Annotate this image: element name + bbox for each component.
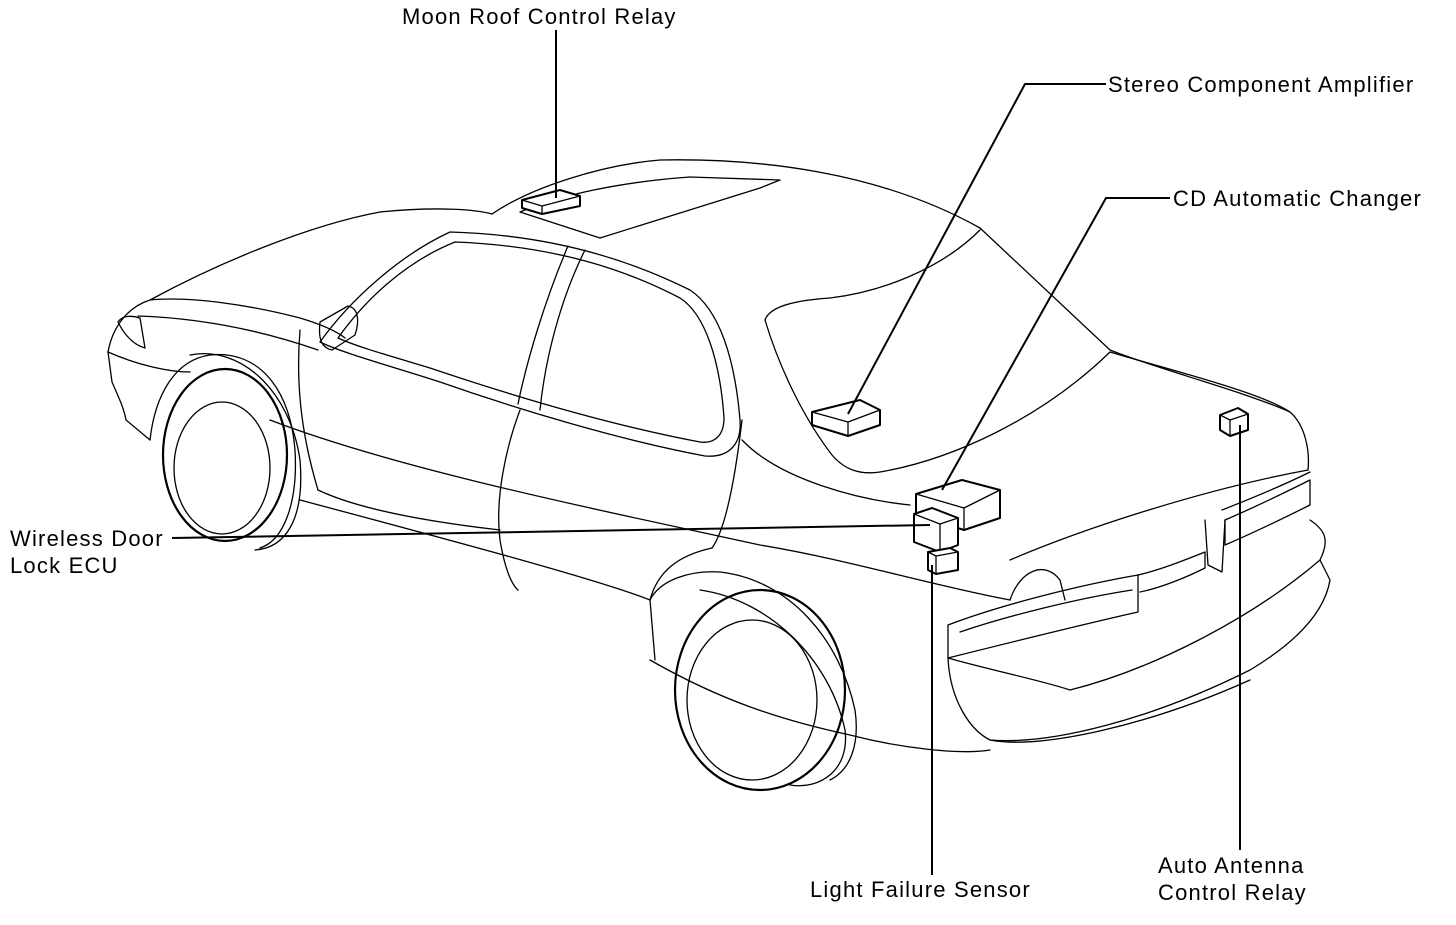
label-stereo-component-amplifier: Stereo Component Amplifier — [1108, 72, 1415, 97]
label-auto-antenna-control-relay-line2: Control Relay — [1158, 880, 1307, 905]
label-light-failure-sensor: Light Failure Sensor — [810, 877, 1031, 902]
light-failure-sensor-box — [927, 547, 959, 575]
label-cd-automatic-changer: CD Automatic Changer — [1173, 186, 1422, 211]
auto-antenna-control-relay-box — [1219, 407, 1249, 437]
label-wireless-door-lock-ecu-line1: Wireless Door — [10, 526, 164, 551]
leader-lines — [171, 30, 1241, 875]
wireless-door-lock-ecu-box — [913, 507, 959, 553]
leader-wireless-ecu — [171, 524, 931, 539]
stereo-component-amplifier-box — [811, 399, 881, 437]
label-wireless-door-lock-ecu-line2: Lock ECU — [10, 553, 119, 578]
label-moon-roof-control-relay: Moon Roof Control Relay — [402, 4, 677, 29]
car-outline — [107, 159, 1331, 753]
leader-cd-changer — [941, 197, 1170, 491]
moon-roof-control-relay-box — [521, 189, 581, 215]
leader-stereo-amp — [847, 83, 1106, 415]
front-wheel — [149, 353, 302, 551]
label-auto-antenna-control-relay-line1: Auto Antenna — [1158, 853, 1305, 878]
rear-wheel — [649, 571, 857, 792]
